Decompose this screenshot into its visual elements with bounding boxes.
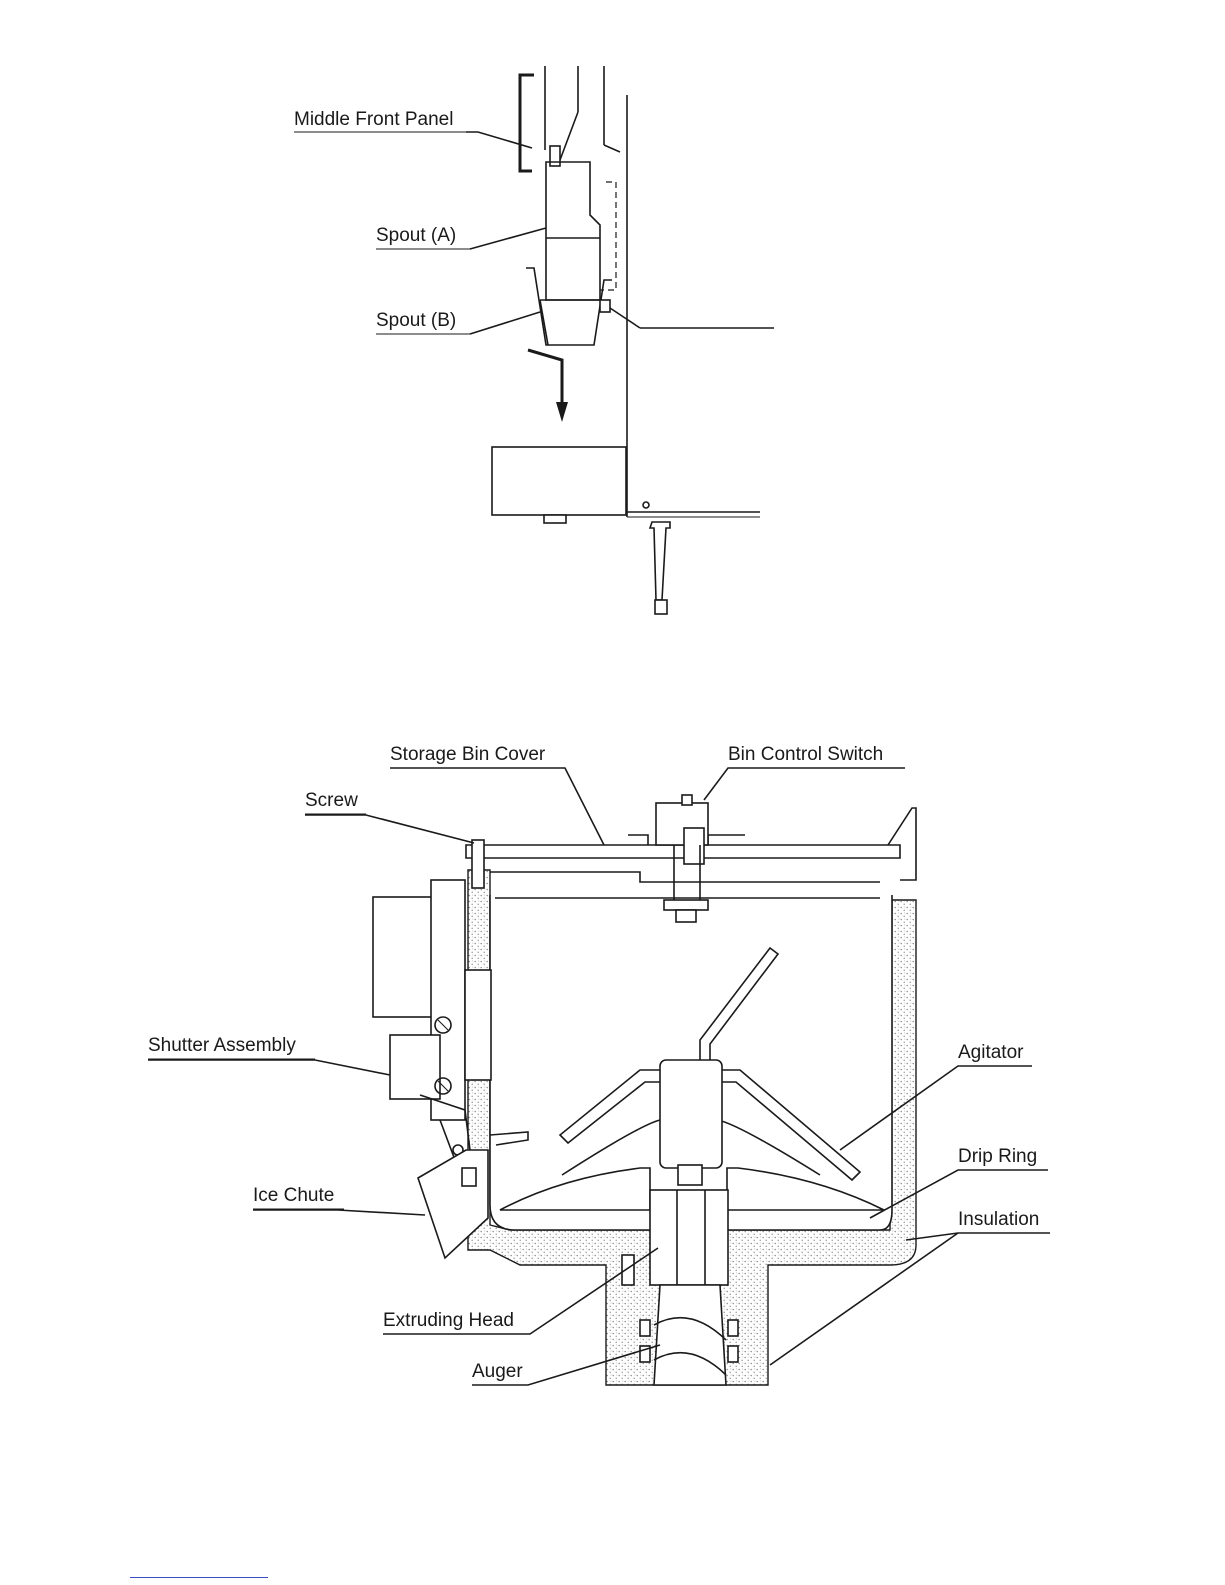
leader-ice-chute [253,1210,425,1215]
label-insulation: Insulation [958,1209,1039,1231]
auger [654,1285,726,1385]
shutter-motor [373,897,433,1017]
base-screw [643,502,649,508]
leader-spout-a [470,228,546,249]
spout-b-pin [600,300,610,312]
agitator-nut [678,1165,702,1185]
leader-spout-b [470,312,540,334]
panel-slant [560,112,578,160]
label-storage-bin-cover: Storage Bin Cover [390,744,545,766]
label-drip-ring: Drip Ring [958,1146,1037,1168]
switch-plate [664,900,708,910]
extruding-head [650,1190,728,1285]
leader-screw [305,815,474,843]
label-shutter-assembly: Shutter Assembly [148,1035,296,1057]
cutter-block-3 [640,1320,650,1336]
shutter-bracket [390,1035,440,1099]
removal-arrow-line [528,350,562,405]
cutter-block-1 [728,1320,738,1336]
switch-actuator [682,795,692,805]
leg-foot [655,600,667,614]
agitator-hub [660,1060,722,1168]
box-foot [544,515,566,523]
chute-bolt [462,1168,476,1186]
cutter-block-2 [728,1346,738,1362]
label-ice-chute: Ice Chute [253,1185,334,1207]
leader-shutter-assembly [148,1060,390,1075]
spout-b-side [540,300,548,345]
middle-front-panel-bracket [520,75,534,171]
storage-bin-cover [466,845,900,858]
label-screw: Screw [305,790,358,812]
spout-a-hidden [600,182,616,290]
cover-step-right [708,835,745,845]
leader-storage-bin-cover [390,768,604,845]
screw [472,840,484,888]
spout-b [526,268,612,345]
label-agitator: Agitator [958,1042,1023,1064]
spout-removal-figure [492,66,774,614]
cover-step-left [628,835,648,845]
leader-insulation-1 [906,1233,1050,1240]
cover-underside [490,872,880,882]
switch-nut [676,910,696,922]
panel-clip [550,146,560,166]
switch-body [684,828,704,864]
label-bin-control-switch: Bin Control Switch [728,744,883,766]
cover-right-fin [888,808,916,880]
shutter-guide [465,970,491,1080]
leg [650,522,670,600]
storage-bin-figure [148,768,1050,1385]
spout-a [546,162,600,300]
panel-tab [604,145,620,152]
label-middle-front-panel: Middle Front Panel [294,109,453,131]
pin-leader [610,308,640,328]
label-spout-b: Spout (B) [376,310,456,332]
label-spout-a: Spout (A) [376,225,456,247]
footer-rule [130,1577,268,1578]
dispenser-box [492,447,626,515]
label-auger: Auger [472,1361,523,1383]
label-extruding-head: Extruding Head [383,1310,514,1332]
removal-arrow-head [556,402,568,422]
leader-middle-front-panel [466,132,532,148]
leader-bin-control-switch [704,768,905,800]
extruding-bolt [622,1255,634,1285]
